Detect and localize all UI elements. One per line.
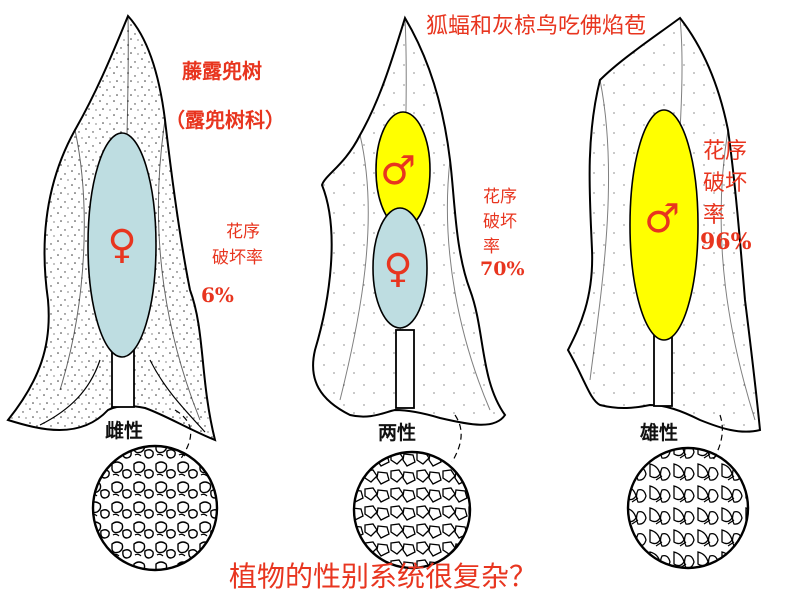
sex-label-female: 雌性 [105,420,144,442]
plant-name-title: 藤露兜树 [182,59,262,83]
pollen-detail-circle-bisexual [352,450,472,570]
rate-label-line2-male: 破坏 [703,171,748,196]
male-organ [629,109,699,341]
female-symbol-icon: ♀ [383,246,412,292]
rate-label-line1-bisexual: 花序 [483,187,517,207]
rate-value-bisexual: 70% [480,258,525,280]
spadix-stalk-male [653,329,673,407]
plant-family-subtitle: （露兜树科） [165,108,285,132]
sex-label-male: 雄性 [640,422,679,444]
male-symbol-icon: ♂ [380,148,416,194]
sex-label-bisexual: 两性 [378,422,417,444]
spathe-female: ♀ [6,14,219,572]
rate-label-line1-male: 花序 [703,139,748,164]
spathe-male: ♂ [566,16,762,570]
rate-value-male: 96% [700,229,752,255]
pollen-detail-circle-female [91,444,219,572]
rate-value-female: 6% [201,283,234,307]
female-organ-lower [372,207,428,329]
pollen-detail-circle-male [626,446,750,570]
rate-label-line3-male: 率 [703,203,726,228]
female-symbol-icon: ♀ [107,222,136,268]
rate-label-line2-bisexual: 破坏 [483,212,517,232]
rate-label-line1-female: 花序 [226,222,260,242]
spadix-stalk-bisexual [395,329,415,409]
male-symbol-icon: ♂ [644,196,680,242]
rate-label-line3-bisexual: 率 [483,237,500,257]
pollinator-note: 狐蝠和灰椋鸟吃佛焰苞 [426,14,647,39]
question-caption: 植物的性别系统很复杂？ [229,560,538,593]
rate-label-line2-female: 破坏率 [212,248,263,268]
female-organ [87,132,157,358]
spathe-bisexual: ♂ ♀ [312,15,507,570]
